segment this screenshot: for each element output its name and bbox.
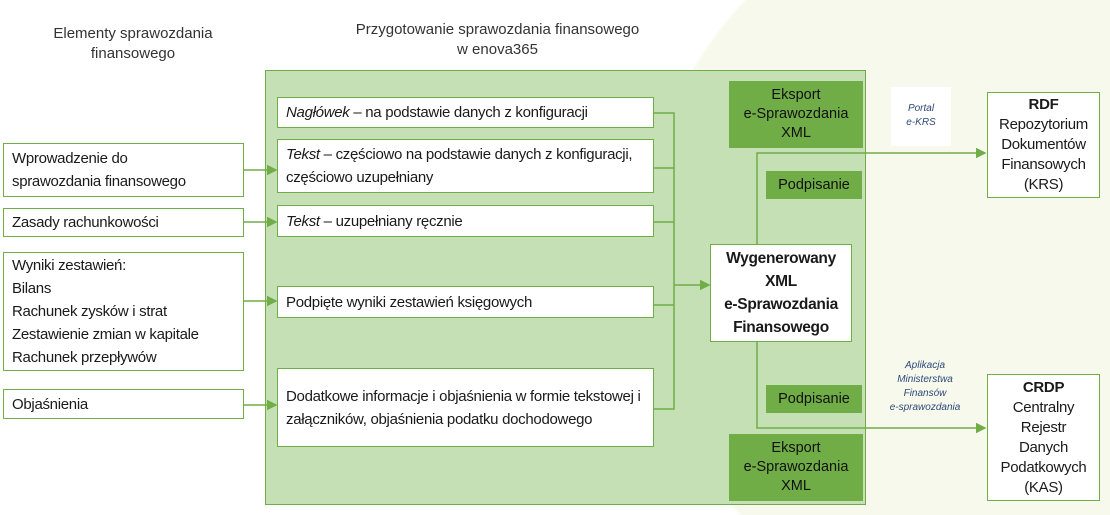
box-line: Wprowadzenie do — [12, 150, 128, 167]
label-line: Aplikacja — [904, 360, 946, 371]
input-box-explanations: Objaśnienia — [3, 389, 244, 419]
box-line: sprawozdania finansowego — [12, 173, 186, 190]
title-line: w enova365 — [457, 41, 538, 58]
box-line: Rachunek przepływów — [12, 349, 157, 366]
step-text: Tekst – częściowo na podstawie danych z … — [286, 143, 645, 189]
box-line: (KRS) — [1023, 176, 1064, 193]
box-line: Zestawienie zmian w kapitale — [12, 326, 199, 343]
step-italic: Tekst — [286, 212, 320, 230]
target-abbr: RDF — [1028, 96, 1059, 113]
step-text-manual: Tekst – uzupełniany ręcznie — [277, 205, 654, 237]
input-box-introduction: Wprowadzenie do sprawozdania finansowego — [3, 143, 244, 197]
label-line: e-KRS — [906, 117, 936, 128]
box-line: Podpisanie — [778, 390, 850, 407]
step-additional-info: Dodatkowe informacje i objaśnienia w for… — [277, 368, 654, 447]
label-line: Finansów — [903, 388, 947, 399]
step-text: Nagłówek – na podstawie danych z konfigu… — [286, 101, 645, 124]
box-line: Wygenerowany — [726, 250, 836, 267]
step-body: – na podstawie danych z konfiguracji — [349, 104, 588, 121]
step-text-partial: Tekst – częściowo na podstawie danych z … — [277, 139, 654, 193]
title-line: Przygotowanie sprawozdania finansowego — [355, 21, 640, 38]
step-text: Tekst – uzupełniany ręcznie — [286, 210, 645, 233]
box-line: (KAS) — [1024, 478, 1063, 496]
box-line: Podatkowych — [1000, 458, 1087, 476]
left-column-title: Elementy sprawozdania finansowego — [20, 24, 246, 64]
label-line: Portal — [907, 103, 935, 114]
step-attached-results: Podpięte wyniki zestawień księgowych — [277, 286, 654, 318]
target-crdp: CRDP Centralny Rejestr Danych Podatkowyc… — [987, 374, 1100, 501]
box-line: Podpisanie — [778, 176, 850, 193]
box-line: Zasady rachunkowości — [12, 214, 159, 231]
export-xml-bottom: Eksport e-Sprawozdania XML — [729, 434, 863, 501]
step-italic: Tekst — [286, 146, 320, 163]
label-line: Ministerstwa — [897, 374, 953, 385]
title-line: Elementy sprawozdania — [53, 25, 213, 42]
merge-bracket — [654, 112, 675, 410]
arrow-to-rdf — [756, 147, 987, 244]
box-line: Finansowych — [1001, 156, 1086, 173]
box-line: Eksport — [771, 87, 821, 103]
signing-bottom: Podpisanie — [766, 385, 862, 413]
step-italic: Nagłówek — [286, 104, 350, 121]
box-line: Rachunek zysków i strat — [12, 303, 167, 320]
box-line: Wyniki zestawień: — [12, 257, 126, 274]
target-rdf: RDF Repozytorium Dokumentów Finansowych … — [987, 92, 1100, 198]
box-line: Finansowego — [733, 319, 829, 336]
box-line: Rejestr — [1020, 418, 1067, 436]
step-header: Nagłówek – na podstawie danych z konfigu… — [277, 97, 654, 128]
signing-top: Podpisanie — [766, 171, 862, 199]
step-text: Dodatkowe informacje i objaśnienia w for… — [286, 385, 645, 431]
box-line: XML — [781, 125, 811, 141]
input-box-accounting-rules: Zasady rachunkowości — [3, 208, 244, 237]
middle-column-title: Przygotowanie sprawozdania finansowego w… — [300, 20, 695, 60]
target-abbr: CRDP — [1022, 378, 1065, 396]
step-body: Podpięte wyniki zestawień księgowych — [286, 293, 532, 311]
box-line: Eksport — [771, 440, 821, 456]
channel-label-ekrs: Portal e-KRS — [891, 87, 951, 146]
channel-label-mf-app: Aplikacja Ministerstwa Finansów e-sprawo… — [875, 359, 975, 415]
step-text: Podpięte wyniki zestawień księgowych — [286, 291, 645, 314]
box-line: e-Sprawozdania — [743, 459, 849, 475]
box-line: e-Sprawozdania — [724, 296, 838, 313]
box-line: Repozytorium — [999, 116, 1088, 133]
box-line: e-Sprawozdania — [743, 106, 849, 122]
box-line: XML — [781, 478, 811, 494]
box-line: Danych — [1018, 438, 1069, 456]
input-box-statement-results: Wyniki zestawień: Bilans Rachunek zysków… — [3, 252, 244, 371]
box-line: XML — [765, 273, 797, 290]
generated-xml-box: Wygenerowany XML e-Sprawozdania Finansow… — [710, 244, 852, 342]
box-line: Bilans — [12, 280, 52, 297]
export-xml-top: Eksport e-Sprawozdania XML — [729, 81, 863, 148]
step-body: Dodatkowe informacje i objaśnienia w for… — [286, 387, 641, 428]
step-body: – częściowo na podstawie danych z konfig… — [286, 146, 633, 186]
box-line: Dokumentów — [1001, 136, 1086, 153]
label-line: e-sprawozdania — [889, 402, 961, 413]
arrow-to-crdp — [756, 342, 987, 434]
step-body: – uzupełniany ręcznie — [319, 212, 463, 230]
box-line: Centralny — [1012, 398, 1075, 416]
box-line: Objaśnienia — [12, 395, 88, 413]
title-line: finansowego — [90, 45, 176, 62]
